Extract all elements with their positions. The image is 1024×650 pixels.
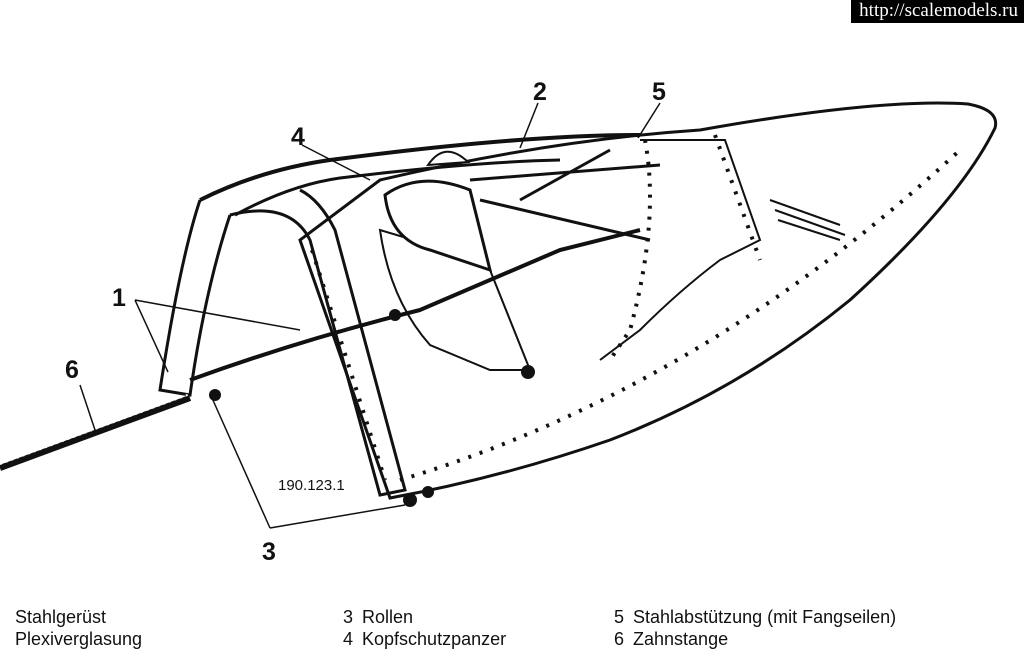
roller	[209, 389, 221, 401]
callout-3: 3	[262, 538, 276, 566]
roller	[403, 493, 417, 507]
front-frame	[158, 199, 232, 397]
watermark: http://scalemodels.ru	[851, 0, 1024, 23]
legend-text: Rollen	[362, 607, 414, 627]
legend-text: Plexiverglasung	[15, 629, 143, 649]
rack	[0, 395, 192, 471]
part-number: 190.123.1	[278, 477, 345, 494]
strut	[469, 148, 661, 242]
callout-1: 1	[112, 284, 126, 312]
legend-item: Stahlgerüst	[6, 606, 142, 628]
headrest	[383, 179, 493, 273]
main-frame	[229, 188, 407, 497]
leader-lines	[79, 102, 661, 529]
roller	[422, 486, 434, 498]
legend-text: Zahnstange	[633, 629, 729, 649]
rack-teeth	[0, 393, 191, 465]
callout-2: 2	[533, 78, 547, 106]
top-rail	[199, 133, 641, 202]
legend-item: Plexiverglasung	[6, 628, 142, 650]
legend-col-1: Stahlgerüst Plexiverglasung	[6, 606, 142, 650]
roller	[389, 309, 401, 321]
fairing-inner-edge	[599, 139, 762, 361]
roller	[521, 365, 535, 379]
rear-fairing	[298, 101, 998, 500]
top-rail-inner	[234, 158, 561, 217]
dome	[426, 150, 471, 167]
cross-bar	[189, 228, 641, 382]
main-frame-rivets	[310, 249, 387, 481]
legend-text: Stahlgerüst	[15, 607, 107, 627]
callout-5: 5	[652, 78, 666, 106]
legend-text: Kopfschutzpanzer	[362, 629, 507, 649]
rivet-row-frame	[608, 139, 652, 362]
callout-6: 6	[65, 356, 79, 384]
rivet-row-top	[713, 134, 762, 261]
legend-text: Stahlabstützung (mit Fangseilen)	[633, 607, 897, 627]
shading	[769, 199, 846, 241]
callout-4: 4	[291, 123, 305, 151]
